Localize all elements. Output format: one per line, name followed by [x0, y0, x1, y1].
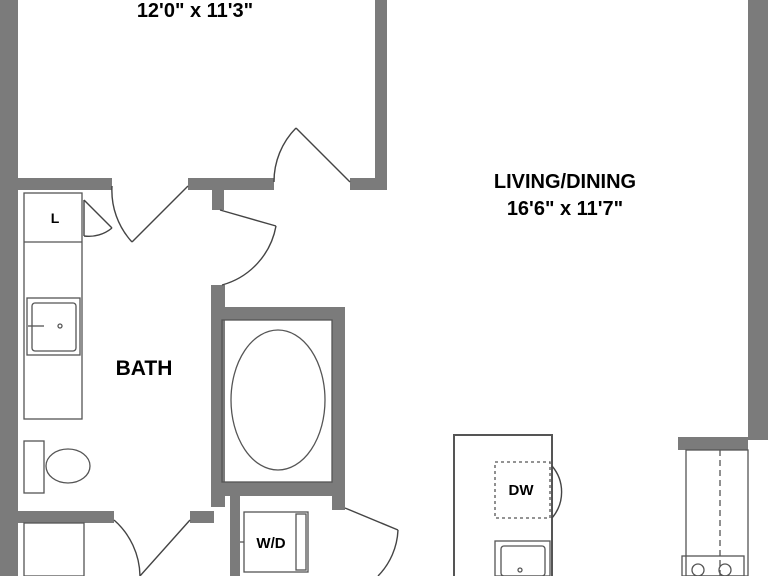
- tub-top-wall: [225, 307, 345, 320]
- kitchen: [453, 434, 749, 576]
- tub-right-wall: [332, 307, 345, 507]
- linen-door-leaf: [83, 199, 113, 229]
- burner-icon-left: [691, 563, 705, 576]
- toilet-tank: [23, 440, 45, 494]
- kitchen-island-counter: [453, 434, 553, 576]
- tub-bottom-wall: [225, 482, 345, 496]
- hall-door-swing: [221, 225, 277, 286]
- dishwasher-door-swing: [551, 465, 563, 519]
- bath-bottom-door-leaf: [139, 519, 191, 576]
- kitchen-sink-frame: [494, 540, 551, 576]
- dishwasher-outline: [494, 461, 551, 519]
- bath-fixtures: [23, 192, 333, 576]
- labels: 12'0" x 11'3" LIVING/DINING 16'6" x 11'7…: [51, 0, 636, 552]
- laundry: [240, 511, 309, 573]
- bath-door-leaf: [131, 185, 189, 243]
- laundry-door-swing: [377, 529, 399, 576]
- bedroom-right-wall: [375, 0, 387, 190]
- bedroom-corner-wall: [350, 178, 387, 190]
- bedroom-bottom-wall-left: [18, 178, 112, 190]
- vanity-sink-frame: [26, 297, 81, 356]
- bath-door-swing: [111, 185, 133, 243]
- washer-dryer-label: W/D: [256, 535, 285, 552]
- dishwasher-label: DW: [509, 482, 535, 499]
- bath-wall-stub-top: [212, 190, 224, 210]
- linen-closet-label: L: [51, 210, 60, 226]
- left-exterior-wall: [0, 0, 18, 576]
- bath-name: BATH: [116, 357, 173, 380]
- right-exterior-wall: [748, 0, 768, 440]
- linen-door-swing: [83, 227, 113, 238]
- bath-right-wall: [211, 285, 225, 507]
- living-dining-dimensions: 16'6" x 11'7": [507, 198, 623, 220]
- washer-dryer-panel: [295, 513, 307, 571]
- bath-vanity-counter: [23, 192, 83, 420]
- bathtub-basin: [230, 329, 326, 471]
- sink-drain-icon: [57, 323, 63, 329]
- closet-shelf: [23, 522, 85, 576]
- toilet-bowl-icon: [45, 448, 91, 484]
- laundry-door-leaf: [344, 507, 399, 531]
- kitchen-sink-basin: [500, 545, 546, 576]
- laundry-right-wall-stub: [332, 496, 345, 510]
- vanity-sink-basin: [31, 302, 77, 352]
- laundry-left-wall: [230, 496, 240, 576]
- kitchen-right-wall: [678, 437, 748, 450]
- bedroom-bottom-wall-mid: [188, 178, 274, 190]
- bedroom-dimensions: 12'0" x 11'3": [137, 0, 253, 22]
- bath-bottom-wall-right: [190, 511, 214, 523]
- bathtub-frame: [221, 319, 333, 483]
- kitchen-counter-right: [685, 449, 749, 576]
- bath-bottom-wall-left: [18, 511, 114, 523]
- range-cooktop: [681, 555, 745, 576]
- kitchen-sink-drain-icon: [517, 567, 523, 573]
- bedroom-door-leaf: [295, 127, 351, 183]
- hall-door-leaf: [219, 209, 277, 227]
- living-dining-name: LIVING/DINING: [494, 171, 636, 193]
- burner-icon-right: [718, 563, 732, 576]
- bath-bottom-door-swing: [113, 519, 141, 576]
- doors: [83, 127, 399, 576]
- bedroom-door-swing: [273, 127, 297, 183]
